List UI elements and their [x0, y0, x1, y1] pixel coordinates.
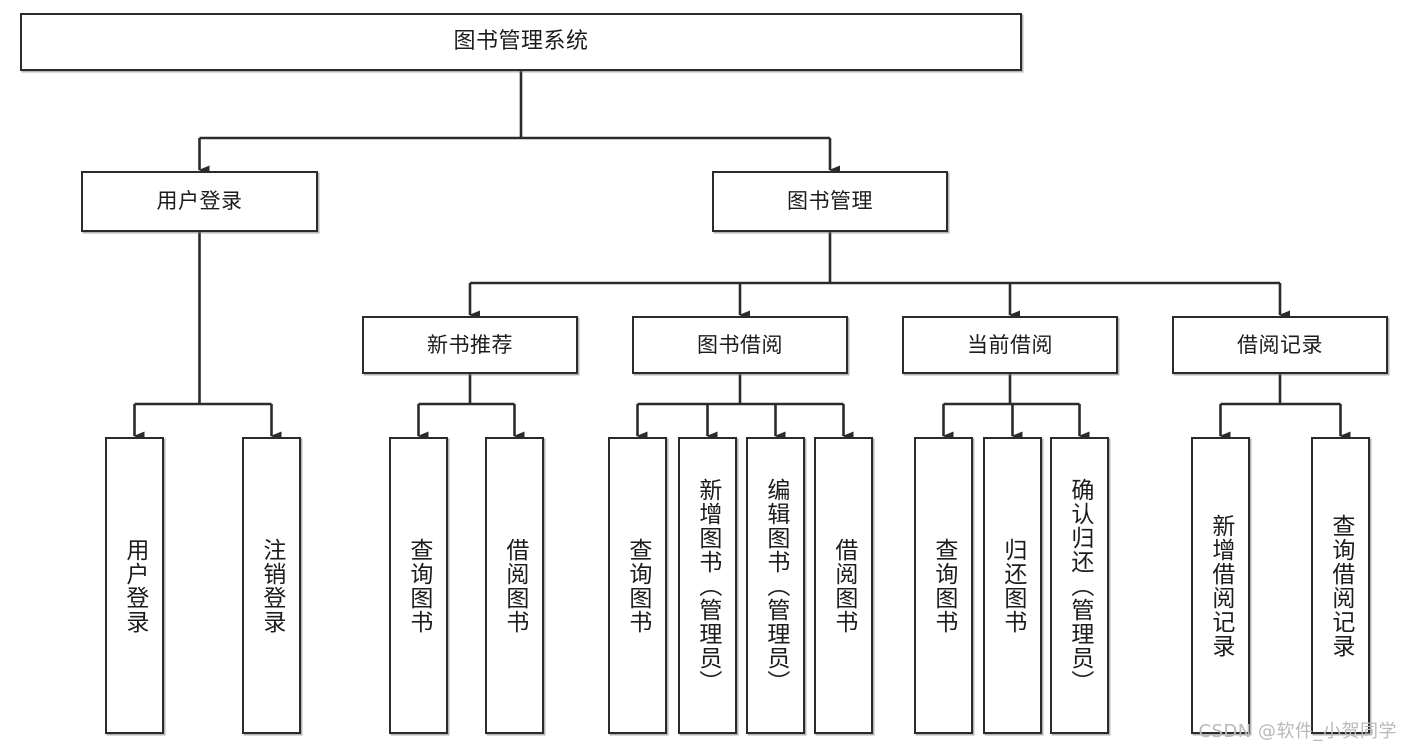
node-leaf-borrow-book-1[interactable]: 借阅图书 — [485, 437, 544, 734]
node-leaf-borrow-book-2[interactable]: 借阅图书 — [814, 437, 873, 734]
node-leaf-logout[interactable]: 注销登录 — [242, 437, 301, 734]
node-book-borrow-label: 图书借阅 — [697, 332, 783, 357]
node-leaf-confirm-return-label: 确认归还（管理员） — [1066, 477, 1093, 694]
node-leaf-user-login-label: 用户登录 — [121, 537, 148, 634]
node-leaf-add-book[interactable]: 新增图书（管理员） — [678, 437, 737, 734]
node-book-manage-label: 图书管理 — [787, 189, 873, 214]
node-leaf-query-record-label: 查询借阅记录 — [1327, 513, 1354, 658]
node-borrow-record[interactable]: 借阅记录 — [1172, 316, 1388, 374]
node-leaf-query-book-3-label: 查询图书 — [930, 537, 957, 634]
edge-group — [133, 71, 1351, 441]
node-root[interactable]: 图书管理系统 — [20, 13, 1022, 71]
node-leaf-edit-book-label: 编辑图书（管理员） — [762, 477, 789, 694]
node-book-manage[interactable]: 图书管理 — [712, 171, 948, 232]
node-new-book-rec-label: 新书推荐 — [427, 332, 513, 357]
node-leaf-user-login[interactable]: 用户登录 — [105, 437, 164, 734]
node-user-login[interactable]: 用户登录 — [81, 171, 318, 232]
node-current-borrow[interactable]: 当前借阅 — [902, 316, 1118, 374]
node-leaf-query-record[interactable]: 查询借阅记录 — [1311, 437, 1370, 734]
node-leaf-return-book[interactable]: 归还图书 — [983, 437, 1042, 734]
node-book-borrow[interactable]: 图书借阅 — [632, 316, 848, 374]
node-leaf-borrow-book-1-label: 借阅图书 — [501, 537, 528, 634]
node-new-book-rec[interactable]: 新书推荐 — [362, 316, 578, 374]
node-current-borrow-label: 当前借阅 — [967, 332, 1053, 357]
node-leaf-add-record[interactable]: 新增借阅记录 — [1191, 437, 1250, 734]
node-leaf-confirm-return[interactable]: 确认归还（管理员） — [1050, 437, 1109, 734]
node-borrow-record-label: 借阅记录 — [1237, 332, 1323, 357]
node-leaf-query-book-3[interactable]: 查询图书 — [914, 437, 973, 734]
node-leaf-add-record-label: 新增借阅记录 — [1207, 513, 1234, 658]
watermark-text: CSDN @软件_小贺同学 — [1198, 721, 1397, 742]
node-root-label: 图书管理系统 — [453, 29, 589, 55]
node-leaf-query-book-1-label: 查询图书 — [405, 537, 432, 634]
node-leaf-query-book-1[interactable]: 查询图书 — [389, 437, 448, 734]
node-leaf-query-book-2[interactable]: 查询图书 — [608, 437, 667, 734]
node-leaf-return-book-label: 归还图书 — [999, 537, 1026, 634]
node-leaf-query-book-2-label: 查询图书 — [624, 537, 651, 634]
node-leaf-edit-book[interactable]: 编辑图书（管理员） — [746, 437, 805, 734]
node-leaf-logout-label: 注销登录 — [258, 537, 285, 634]
node-leaf-borrow-book-2-label: 借阅图书 — [830, 537, 857, 634]
node-user-login-label: 用户登录 — [156, 189, 243, 214]
node-leaf-add-book-label: 新增图书（管理员） — [694, 477, 721, 694]
